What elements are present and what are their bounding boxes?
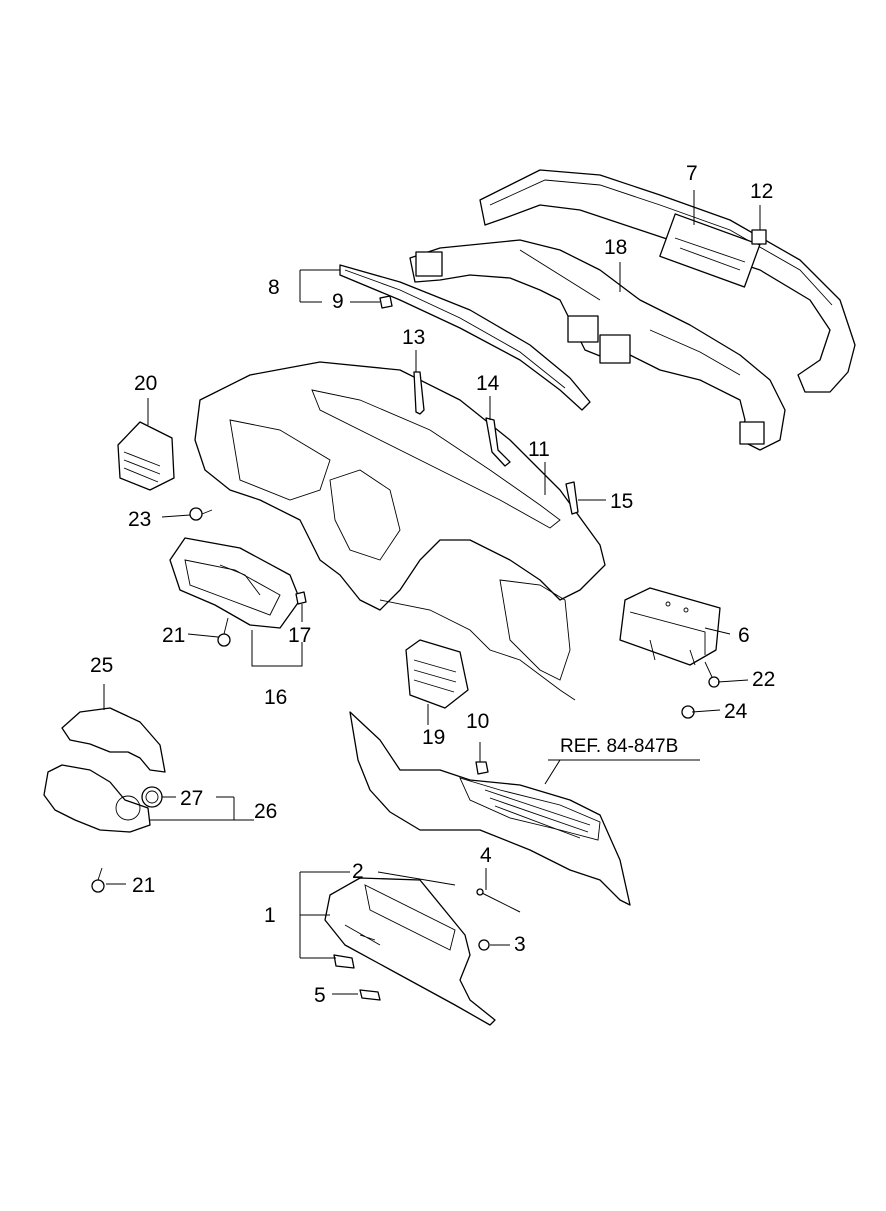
leader-lines	[103, 190, 761, 995]
part-1-glove-box	[324, 877, 496, 1026]
callout-12: 12	[750, 180, 773, 203]
part-22-bolt	[704, 661, 720, 688]
callout-11: 11	[528, 438, 550, 461]
callout-2: 2	[352, 860, 364, 883]
callout-8: 8	[268, 276, 280, 299]
callout-4: 4	[480, 844, 492, 867]
callout-22: 22	[752, 668, 775, 691]
callout-13: 13	[402, 326, 425, 349]
part-16-cluster-fascia	[169, 537, 301, 629]
part-19-center-vent	[405, 639, 469, 709]
part-10-clip	[475, 761, 489, 775]
callout-21-lower: 21	[132, 874, 155, 897]
part-26-lower-shroud	[43, 764, 151, 833]
part-17-clip	[295, 591, 307, 605]
reference-label: REF. 84-847B	[560, 736, 678, 757]
callout-14: 14	[476, 372, 500, 395]
callout-20: 20	[134, 372, 157, 395]
callout-1: 1	[264, 904, 276, 927]
callout-26: 26	[254, 800, 277, 823]
part-7-upper-duct-bar	[479, 169, 856, 393]
part-13-bracket	[413, 371, 425, 415]
part-15-bracket	[565, 481, 579, 515]
callout-10: 10	[466, 710, 489, 733]
callout-19: 19	[422, 726, 445, 749]
callout-23: 23	[128, 508, 151, 531]
callout-7: 7	[686, 162, 698, 185]
callout-3: 3	[514, 933, 526, 956]
callout-21-upper: 21	[162, 624, 185, 647]
part-23-screw	[189, 507, 213, 521]
callout-9: 9	[332, 290, 344, 313]
part-lower-crash-pad	[349, 711, 631, 906]
part-14-bracket	[485, 417, 511, 467]
part-20-side-vent	[117, 421, 175, 491]
part-11-crash-pad	[194, 361, 606, 701]
part-27-ring	[141, 786, 163, 808]
callout-16: 16	[264, 686, 287, 709]
callout-24: 24	[724, 700, 748, 723]
part-3-damper	[478, 939, 490, 951]
part-21-screw-lower	[91, 867, 105, 893]
part-21-screw-upper	[217, 617, 231, 647]
callout-27: 27	[180, 787, 203, 810]
part-6-passenger-airbag	[619, 587, 721, 666]
callout-18: 18	[604, 236, 627, 259]
part-8-defroster-strip	[339, 264, 591, 411]
part-5-latch	[359, 989, 381, 1001]
callout-labels: 7 12 18 8 9 13 14 11 15 20 23 21 17 16 1…	[90, 162, 775, 1007]
part-25-upper-shroud	[61, 707, 166, 773]
callout-15: 15	[610, 490, 633, 513]
callout-17: 17	[288, 624, 311, 647]
part-1-latch-handle	[333, 954, 355, 969]
part-4-rod	[476, 888, 521, 913]
callout-25: 25	[90, 654, 113, 677]
callout-6: 6	[738, 624, 750, 647]
callout-5: 5	[314, 984, 326, 1007]
